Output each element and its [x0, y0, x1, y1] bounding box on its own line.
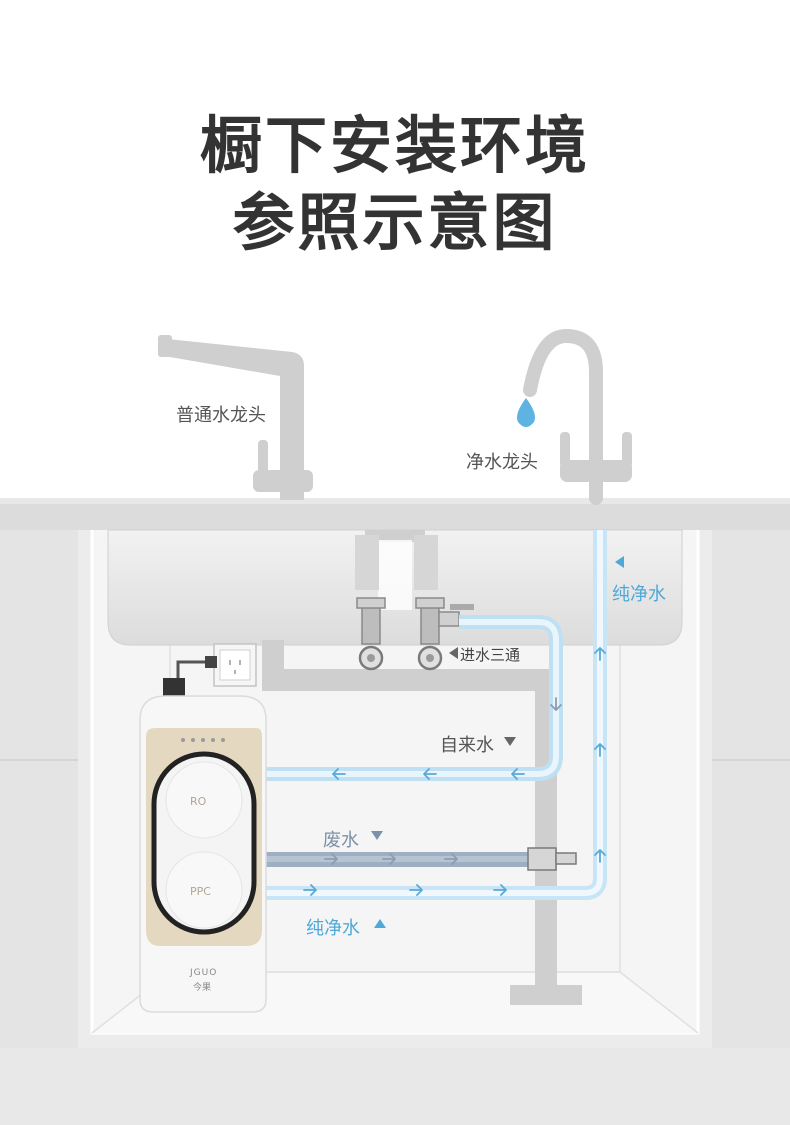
- purifier-filter-ppc: PPC: [190, 885, 211, 898]
- water-purifier: [139, 695, 267, 1013]
- water-drop-icon: [517, 398, 535, 427]
- pure-water-top-arrow-icon: [615, 556, 624, 568]
- inlet-tee-valves: [356, 597, 474, 671]
- tap-water-arrow-icon: [504, 737, 516, 746]
- page-title-line1: 橱下安装环境: [199, 109, 590, 182]
- normal-faucet: [158, 335, 313, 500]
- purifier-brand-cn: 今果: [193, 983, 212, 993]
- purifier-brand-en: JGUO: [190, 968, 218, 978]
- pure-water-pipe: [262, 530, 607, 900]
- inlet-tee-label: 进水三通: [460, 646, 521, 664]
- tap-water-label: 自来水: [440, 735, 494, 756]
- waste-water-label: 废水: [323, 830, 359, 851]
- page-title-line2: 参照示意图: [232, 186, 558, 259]
- pure-water-bottom-label: 纯净水: [306, 918, 360, 939]
- normal-faucet-label: 普通水龙头: [176, 405, 266, 426]
- pure-faucet-label: 净水龙头: [466, 452, 538, 473]
- pure-water-top-label: 纯净水: [612, 584, 666, 605]
- drain-pipe: [262, 640, 557, 985]
- wall-socket: [163, 643, 257, 698]
- pure-faucet: [523, 328, 603, 505]
- inlet-tee-arrow-icon: [449, 647, 458, 659]
- waste-water-arrow-icon: [371, 831, 383, 840]
- purifier-filter-ro: RO: [190, 795, 207, 808]
- flow-arrows: [303, 647, 606, 896]
- waste-water-pipe: [262, 847, 577, 871]
- pure-water-bottom-arrow-icon: [374, 919, 386, 928]
- countertop: [0, 498, 790, 530]
